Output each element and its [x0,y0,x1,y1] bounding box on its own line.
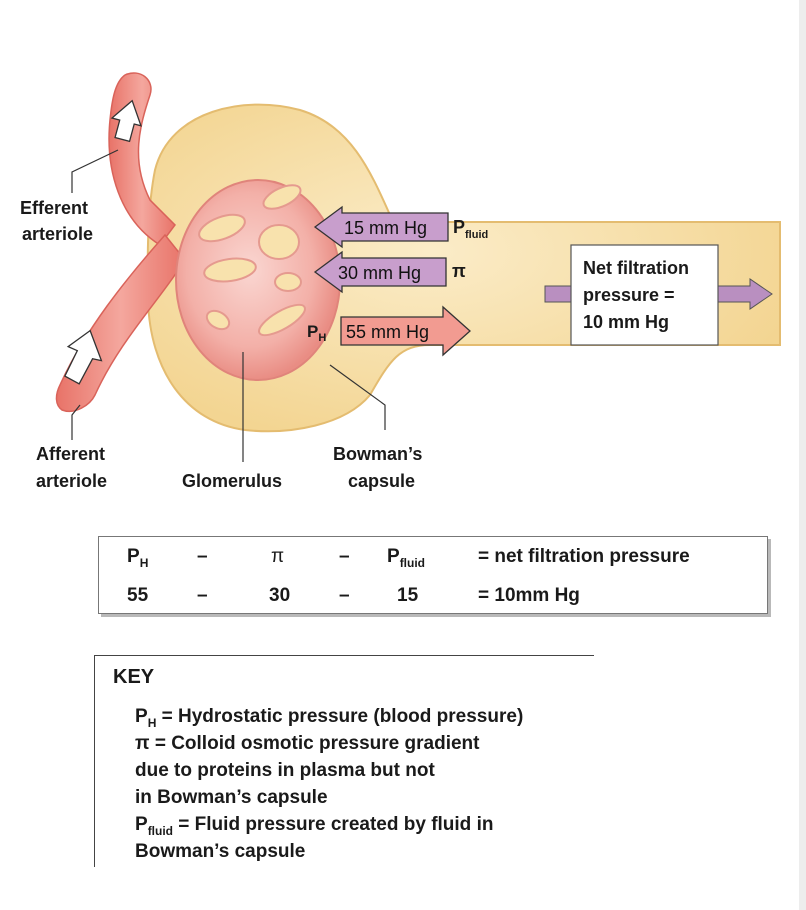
pi-arrow-symbol: π [452,261,466,281]
efferent-label-line1: Efferent [20,198,88,218]
afferent-label-line1: Afferent [36,444,105,464]
key-line-pi-cont2: in Bowman’s capsule [135,787,328,808]
pi-arrow-value: 30 mm Hg [338,263,421,283]
eq-pfluid-symbol: Pfluid [387,546,426,570]
glomerulus-label: Glomerulus [182,471,282,491]
eq-result-label: = net filtration pressure [478,546,690,567]
pfluid-arrow-label: Pfluid [453,217,488,241]
eq-result-value: = 10mm Hg [478,585,580,606]
bowmans-label-line2: capsule [348,471,415,491]
ph-arrow-label: PH [307,322,326,344]
eq-minus-2: – [339,546,350,567]
afferent-flow-arrow [64,329,103,385]
glomerulus-shape [175,179,341,381]
eq-pi-symbol: π [271,546,285,567]
pfluid-arrow-value: 15 mm Hg [344,218,427,238]
eq-minus-4: – [339,585,350,606]
eq-minus-1: – [197,546,208,567]
capillary-loops [198,184,306,337]
key-line-pi-cont1: due to proteins in plasma but not [135,760,435,781]
key-panel: KEY PH = Hydrostatic pressure (blood pre… [94,655,594,867]
ph-arrow-shape [340,305,471,357]
key-line-pfluid: Pfluid = Fluid pressure created by fluid… [135,814,494,838]
equation-box: PH – π – Pfluid = net filtration pressur… [98,536,768,614]
eq-minus-3: – [197,585,208,606]
net-filtration-box [570,244,719,346]
key-line-pfluid-cont: Bowman’s capsule [135,841,306,862]
eq-ph-value: 55 [127,585,149,606]
ph-arrow-value: 55 mm Hg [346,322,429,342]
net-filtration-line1: Net filtration [583,258,689,278]
filtration-diagram: 15 mm Hg Pfluid 30 mm Hg π PH 55 mm Hg N… [20,72,781,491]
leader-lines [71,149,386,462]
net-filtration-line2: pressure = [583,285,675,305]
efferent-label-line2: arteriole [22,224,93,244]
efferent-flow-arrow [110,99,142,143]
pi-arrow-shape [313,250,447,294]
net-filtration-line3: 10 mm Hg [583,312,669,332]
pfluid-arrow-shape [313,205,449,249]
bowmans-label-line1: Bowman’s [333,444,422,464]
afferent-label-line2: arteriole [36,471,107,491]
eq-ph-symbol: PH [127,546,149,570]
key-line-pi: π = Colloid osmotic pressure gradient [135,733,480,754]
key-line-ph: PH = Hydrostatic pressure (blood pressur… [135,706,524,730]
eq-pi-value: 30 [269,585,291,606]
right-edge-bar [799,0,806,910]
eq-pfluid-value: 15 [397,585,419,606]
key-title: KEY [113,666,155,688]
